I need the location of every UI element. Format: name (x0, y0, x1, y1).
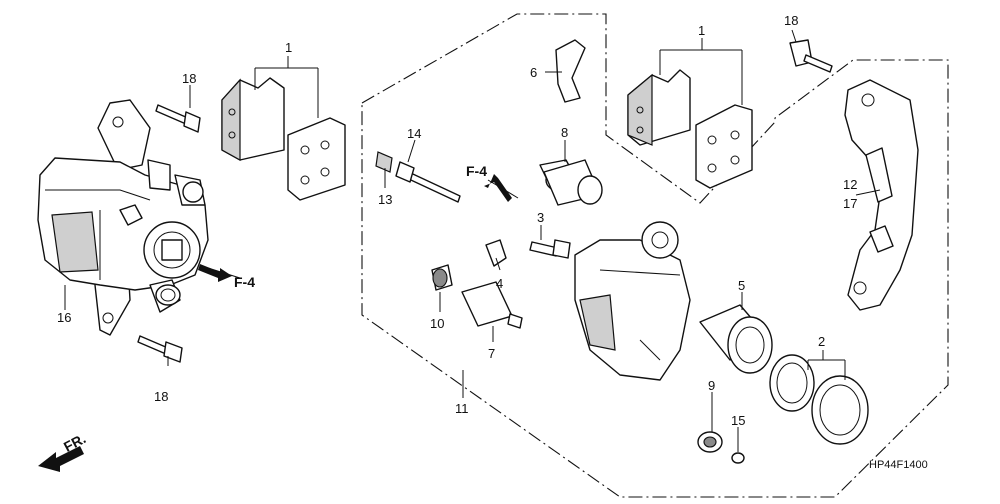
piston-and-seals (697, 304, 869, 464)
f4-arrow-center (484, 174, 512, 202)
callout-18-upper-left: 18 (182, 71, 196, 86)
callout-14: 14 (407, 126, 421, 141)
callout-6: 6 (530, 65, 537, 80)
callout-2: 2 (818, 334, 825, 349)
callout-17: 17 (843, 196, 857, 211)
assembled-caliper (37, 99, 209, 336)
callout-1-center: 1 (698, 23, 705, 38)
callout-18-lower-left: 18 (154, 389, 168, 404)
callout-9: 9 (708, 378, 715, 393)
front-arrow-icon (38, 446, 84, 472)
callout-4: 4 (496, 276, 503, 291)
exploded-group-boundary (361, 13, 949, 498)
callout-7: 7 (488, 346, 495, 361)
leader-lines (64, 29, 881, 452)
bolt-18-lower-left (137, 335, 183, 363)
callout-8: 8 (561, 125, 568, 140)
callout-11: 11 (455, 401, 469, 416)
pin-8 (543, 159, 603, 206)
ref-f4-center: F-4 (466, 163, 487, 179)
callout-16: 16 (57, 310, 71, 325)
front-direction-label: FR. (61, 430, 88, 455)
diagram-code: HP44F1400 (869, 459, 928, 471)
callout-12: 12 (843, 177, 857, 192)
callout-5: 5 (738, 278, 745, 293)
bolt-18-right (789, 39, 833, 73)
left-brake-pads (221, 77, 346, 201)
exploded-caliper-body (574, 221, 691, 381)
f4-arrow-left (198, 264, 232, 282)
center-brake-pads (555, 39, 753, 189)
callout-15: 15 (731, 413, 745, 428)
caliper-bracket (844, 79, 919, 311)
callout-3: 3 (537, 210, 544, 225)
callout-10: 10 (430, 316, 444, 331)
callout-1-left: 1 (285, 40, 292, 55)
ref-f4-left: F-4 (234, 274, 255, 290)
callout-13: 13 (378, 192, 392, 207)
callout-18-right: 18 (784, 13, 798, 28)
bolt-18-upper-left (155, 104, 201, 133)
